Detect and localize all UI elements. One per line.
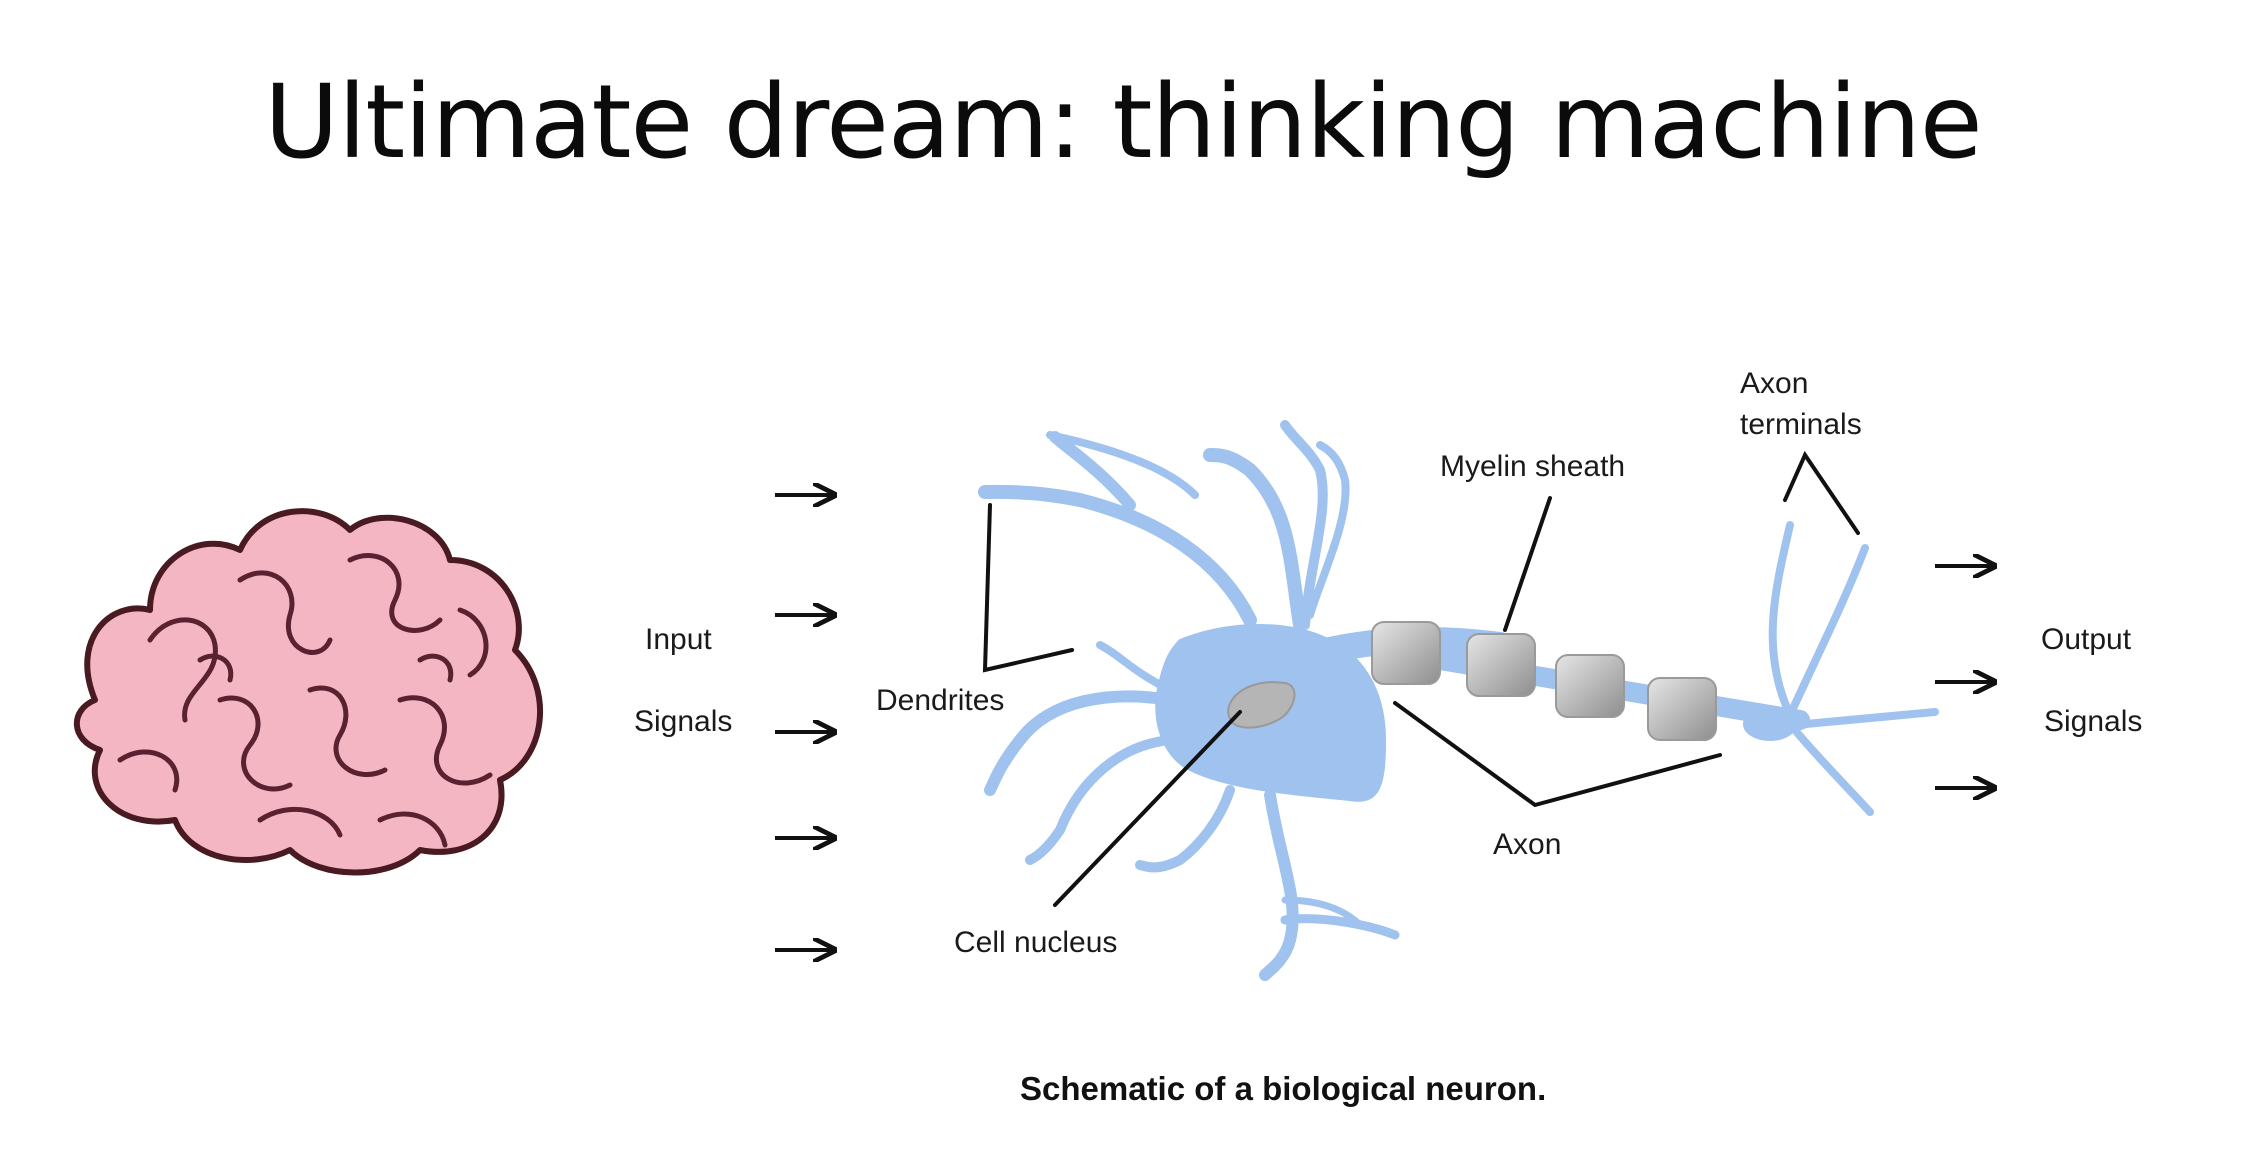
axon-label: Axon (1493, 828, 1562, 861)
axon-terminals-label-line1: Axon (1740, 367, 1809, 400)
input-label-line1: Input (645, 623, 712, 656)
input-label-line2: Signals (634, 705, 733, 738)
axon-terminals-label-line2: terminals (1740, 408, 1862, 441)
cell-nucleus-label: Cell nucleus (954, 926, 1118, 959)
input-arrows (775, 495, 832, 950)
output-label-line2: Signals (2044, 705, 2143, 738)
leader-lines (982, 450, 1860, 907)
output-label-line1: Output (2041, 623, 2132, 656)
figure-caption: Schematic of a biological neuron. (1020, 1070, 1547, 1107)
output-arrows (1935, 566, 1992, 788)
slide-title: Ultimate dream: thinking machine (264, 63, 1982, 182)
dendrites-label: Dendrites (876, 684, 1005, 717)
cell-nucleus-shape (1227, 681, 1296, 729)
myelin-sheath-label: Myelin sheath (1440, 450, 1626, 483)
brain-illustration (73, 508, 544, 876)
myelin-sheath-segments (1371, 621, 1717, 741)
neuron-shape (978, 420, 1939, 981)
